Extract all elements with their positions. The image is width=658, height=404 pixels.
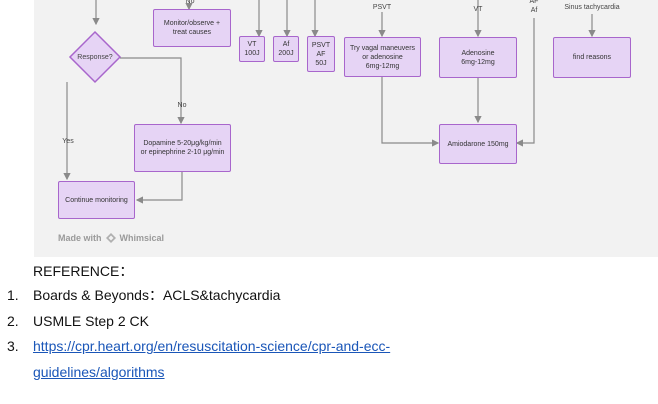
reference-item: 2. USMLE Step 2 CK xyxy=(0,309,633,335)
node-dopamine-epinephrine[interactable]: Dopamine 5-20μg/kg/min or epinephrine 2-… xyxy=(134,124,231,172)
response-diamond xyxy=(68,30,122,84)
node-psvt-af-shock[interactable]: PSVT AF 50J xyxy=(307,36,335,72)
label-vt: VT xyxy=(473,6,483,13)
link-line-2: guidelines/algorithms xyxy=(33,363,165,380)
reference-list: 1. Boards & Beyonds：ACLS&tachycardia 2. … xyxy=(0,283,633,385)
label-sinus-tachycardia: Sinus tachycardia xyxy=(564,4,620,11)
node-monitor-observe[interactable]: Monitor/observe + treat causes xyxy=(153,9,231,47)
node-amiodarone[interactable]: Amiodarone 150mg xyxy=(439,124,517,164)
reference-heading: REFERENCE： xyxy=(33,263,134,279)
node-find-reasons[interactable]: find reasons xyxy=(553,37,631,78)
link-line-1: https://cpr.heart.org/en/resuscitation-s… xyxy=(33,338,391,354)
flowchart-connectors xyxy=(63,0,596,204)
node-response-label[interactable]: Response? xyxy=(77,54,113,61)
reference-number: 2. xyxy=(7,312,19,329)
node-continue-monitoring[interactable]: Continue monitoring xyxy=(58,181,135,219)
reference-number: 1. xyxy=(7,287,19,303)
whimsical-logo-icon xyxy=(105,233,116,243)
label-psvt: PSVT xyxy=(372,4,392,11)
watermark-brand: Whimsical xyxy=(119,233,165,243)
node-vt-shock[interactable]: VT 100J xyxy=(239,36,265,62)
flowchart-canvas: No PSVT VT AF Af Sinus tachycardia Monit… xyxy=(34,0,658,257)
aha-algorithms-link[interactable]: https://cpr.heart.org/en/resuscitation-s… xyxy=(33,338,390,380)
watermark-prefix: Made with xyxy=(58,233,102,243)
reference-text: USMLE Step 2 CK xyxy=(33,312,149,329)
label-yes: Yes xyxy=(62,138,74,145)
node-adenosine[interactable]: Adenosine 6mg-12mg xyxy=(439,37,517,78)
label-no: No xyxy=(177,102,187,109)
whimsical-watermark[interactable]: Made with Whimsical xyxy=(58,233,164,243)
label-af: AF Af xyxy=(524,0,544,15)
reference-number: 3. xyxy=(7,338,19,354)
node-vagal-maneuvers[interactable]: Try vagal maneuvers or adenosine 6mg-12m… xyxy=(344,37,421,77)
reference-item: 3. https://cpr.heart.org/en/resuscitatio… xyxy=(0,334,633,385)
node-af-shock[interactable]: Af 200J xyxy=(273,36,299,62)
label-no-top: No xyxy=(185,0,195,5)
reference-item: 1. Boards & Beyonds：ACLS&tachycardia xyxy=(0,283,633,309)
reference-text: Boards & Beyonds：ACLS&tachycardia xyxy=(33,287,281,303)
